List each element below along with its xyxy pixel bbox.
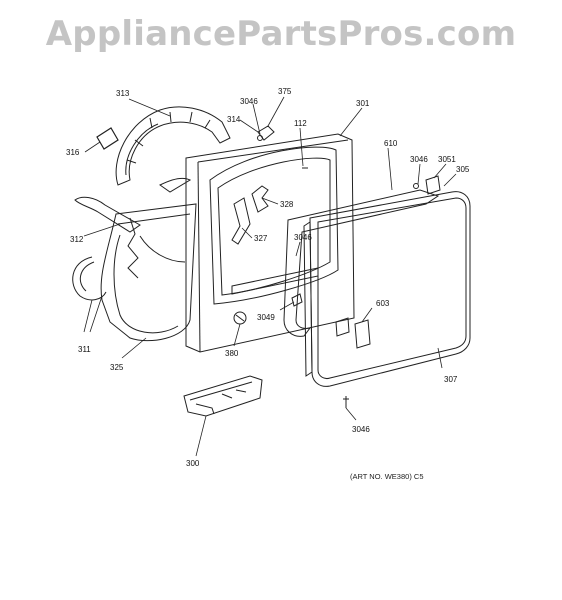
callout-314: 314 — [227, 115, 241, 124]
callout-375: 375 — [278, 87, 292, 96]
callout-305: 305 — [456, 165, 470, 174]
watermark-text: AppliancePartsPros.com — [45, 14, 517, 54]
part-313-duct — [115, 106, 231, 186]
callout-328: 328 — [280, 200, 294, 209]
callout-301: 301 — [356, 99, 370, 108]
part-311-gaskets — [72, 256, 107, 301]
part-610-gasket — [283, 189, 440, 337]
callout-325: 325 — [110, 363, 124, 372]
callout-312: 312 — [70, 235, 84, 244]
part-327-latch — [231, 197, 251, 245]
callout-3051: 3051 — [438, 155, 456, 164]
callout-311: 311 — [78, 345, 91, 354]
part-300-tray — [183, 375, 263, 417]
part-307-door — [303, 191, 471, 387]
callout-3046-bottom: 3046 — [352, 425, 370, 434]
callout-3049: 3049 — [257, 313, 275, 322]
callout-307: 307 — [444, 375, 458, 384]
callout-327: 327 — [254, 234, 268, 243]
part-375-switch — [257, 125, 275, 141]
leader-lines — [83, 96, 457, 457]
callout-3046-right: 3046 — [410, 155, 428, 164]
callout-300: 300 — [186, 459, 200, 468]
callout-316: 316 — [66, 148, 80, 157]
part-301-front-panel — [185, 133, 355, 353]
part-603-handle — [335, 317, 371, 349]
callout-603: 603 — [376, 299, 390, 308]
callout-610: 610 — [384, 139, 398, 148]
part-316-strip — [96, 127, 119, 150]
part-325-bulkhead — [100, 203, 197, 342]
part-380-knob — [233, 311, 247, 325]
callout-112: 112 — [294, 119, 307, 128]
part-3051-pad — [413, 175, 441, 195]
art-number-note: (ART NO. WE380) C5 — [350, 472, 424, 481]
callout-3046-mid: 3046 — [294, 233, 312, 242]
part-312-seal — [74, 177, 192, 233]
part-3049-hinge — [291, 293, 303, 307]
callout-313: 313 — [116, 89, 130, 98]
part-3046-screw — [343, 396, 349, 408]
callout-380: 380 — [225, 349, 239, 358]
callout-3046-top: 3046 — [240, 97, 258, 106]
